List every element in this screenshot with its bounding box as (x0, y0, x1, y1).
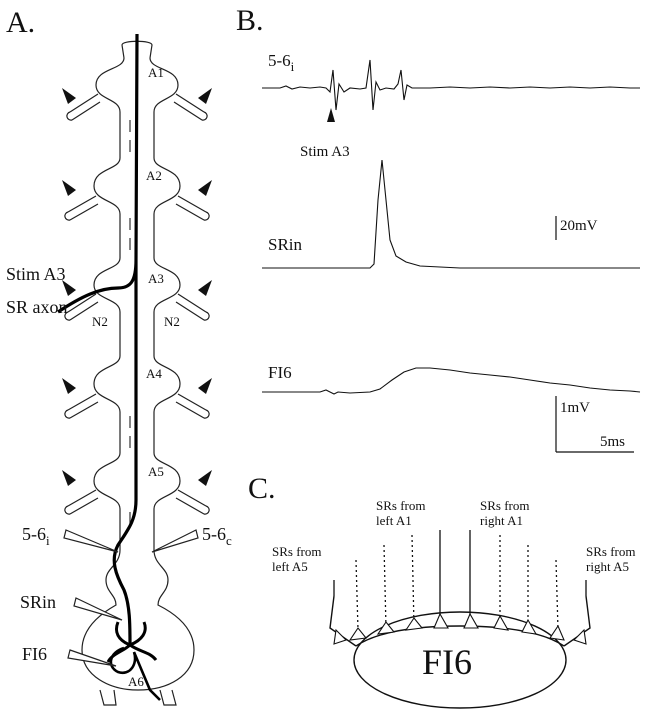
seg-a5: A5 (148, 464, 164, 479)
scale-20mv: 20mV (555, 216, 598, 240)
stim-a3-trace-label: Stim A3 (300, 144, 350, 160)
label-5-6c: 5-6c (202, 524, 232, 548)
trace-fi6-label: FI6 (268, 363, 292, 382)
panel-a-label: A. (6, 6, 35, 39)
nerve-cord-diagram (64, 40, 210, 706)
fi6-loop (109, 646, 161, 701)
panel-c-label: C. (248, 472, 276, 505)
seg-a1: A1 (148, 65, 164, 80)
seg-a4: A4 (146, 366, 162, 381)
stim-a3-label: Stim A3 (6, 264, 66, 284)
scale-1mv-5ms: 1mV 5ms (555, 396, 634, 453)
scale-20mv-label: 20mV (560, 218, 598, 234)
electrode-5-6c (151, 529, 199, 553)
srin-arbor (106, 621, 158, 663)
trace-srin (262, 159, 640, 269)
electrode-srin (73, 597, 123, 621)
trace-srin-label: SRin (268, 235, 303, 254)
cord-outline-right (149, 57, 181, 510)
stim-a3-arrowhead (327, 108, 335, 122)
seg-a6: A6 (128, 674, 144, 689)
sr-axons-c (333, 530, 587, 631)
sr-axon-path (57, 33, 139, 646)
label-5-6i: 5-6i (22, 524, 50, 548)
electrode-fi6 (67, 649, 117, 667)
nerve-n2-left: N2 (92, 314, 108, 329)
trace-5-6i-label: 5-6i (268, 51, 295, 74)
posterior-stub-left (99, 689, 117, 706)
electrodes (63, 529, 199, 667)
fi6-soma (353, 611, 567, 709)
nerve-n2-right: N2 (164, 314, 180, 329)
nerve-roots (64, 93, 210, 515)
cord-outline-left (81, 57, 195, 691)
trace-fi6 (262, 367, 641, 395)
synapses (333, 612, 587, 645)
fi6-dendrite (329, 595, 591, 647)
seg-a2: A2 (146, 168, 162, 183)
arrowheads (62, 88, 212, 486)
trace-5-6i (262, 59, 640, 111)
scale-5ms-label: 5ms (600, 434, 625, 450)
panel-b-label: B. (236, 4, 264, 37)
scale-1mv-label: 1mV (560, 400, 590, 416)
anterior-connective (121, 40, 153, 59)
seg-a3: A3 (148, 271, 164, 286)
fi6-soma-label: FI6 (422, 642, 472, 682)
sr-axon-label: SR axon (6, 297, 68, 317)
electrode-5-6i (63, 529, 119, 553)
label-srin: SRin (20, 592, 56, 612)
posterior-stub-right (159, 689, 177, 706)
label-fi6: FI6 (22, 644, 47, 664)
